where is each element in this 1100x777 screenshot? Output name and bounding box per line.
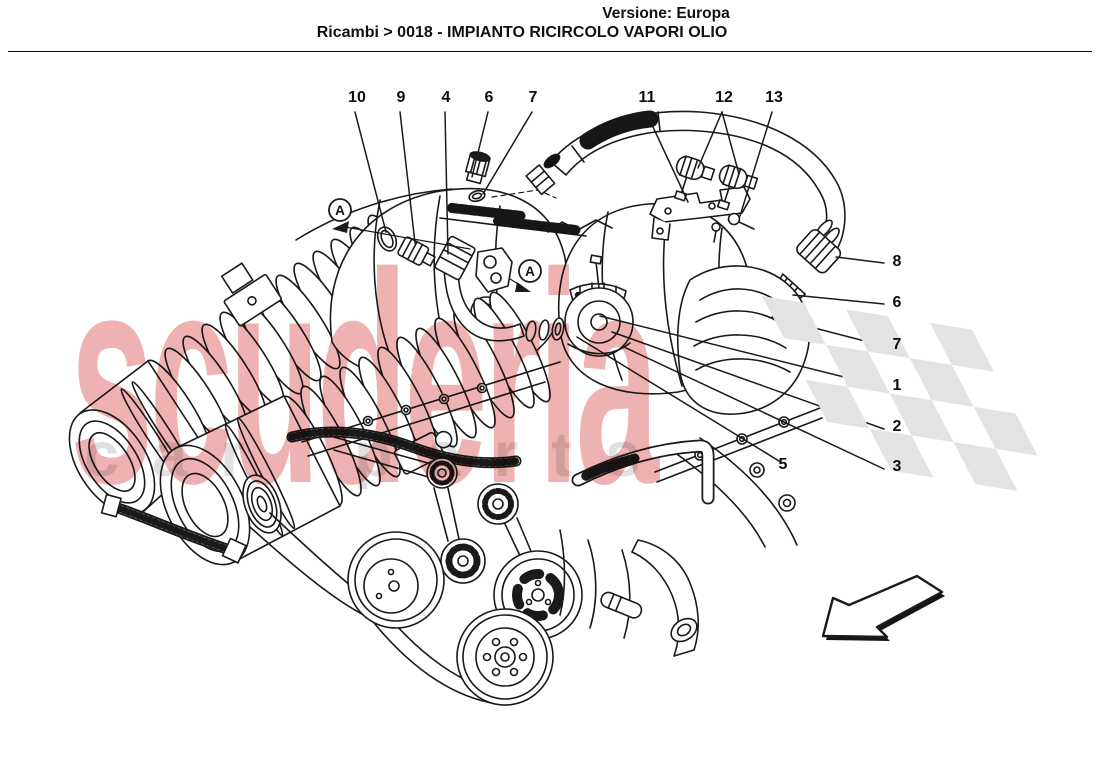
leader-line-3 xyxy=(623,346,885,470)
wiring-harness xyxy=(100,426,522,564)
leader-line-12 xyxy=(721,111,740,175)
hose-bracket-group xyxy=(649,155,759,243)
cam-cover-right xyxy=(654,265,823,548)
version-label: Versione: Europa xyxy=(602,5,730,22)
view-marker-A-0: A xyxy=(328,198,352,222)
leader-line-6 xyxy=(792,294,885,305)
leader-line-13 xyxy=(739,111,773,217)
leader-line-9 xyxy=(399,111,416,244)
leader-line-11 xyxy=(645,111,689,203)
leader-line-8 xyxy=(835,256,885,264)
engine-mount xyxy=(559,529,699,657)
view-markers: AA xyxy=(328,198,542,283)
leader-line-10 xyxy=(354,111,387,233)
svg-text:A: A xyxy=(335,203,345,218)
leader-line-7 xyxy=(482,111,533,195)
water-pipe xyxy=(571,439,715,505)
oil-separator xyxy=(564,254,634,357)
breadcrumb: Ricambi > 0018 - IMPIANTO RICIRCOLO VAPO… xyxy=(316,24,728,41)
leader-line-12 xyxy=(697,111,723,169)
view-marker-arrows xyxy=(332,221,531,292)
leader-line-6 xyxy=(471,111,489,178)
leader-line-4 xyxy=(444,111,449,255)
view-marker-A-1: A xyxy=(518,259,542,283)
leader-line-5 xyxy=(576,336,780,462)
belt-drive xyxy=(242,435,583,706)
header-divider xyxy=(8,51,1092,52)
direction-arrow xyxy=(821,574,945,641)
svg-text:A: A xyxy=(525,264,535,279)
plenum-grille xyxy=(439,203,587,237)
